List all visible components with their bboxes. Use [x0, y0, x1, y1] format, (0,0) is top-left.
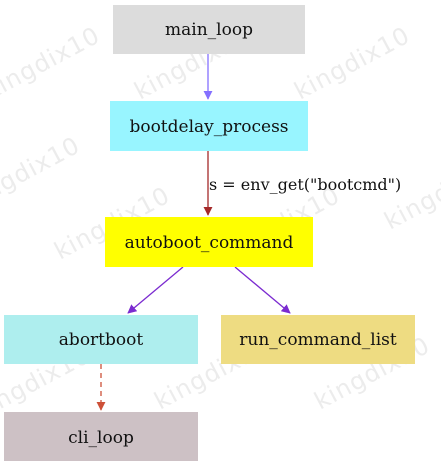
node-label: autoboot_command: [125, 233, 294, 253]
node-box: [221, 315, 415, 364]
node-label: bootdelay_process: [129, 117, 288, 137]
node-main-loop[interactable]: main_loop: [113, 5, 305, 54]
node-box: [4, 315, 198, 364]
node-label: run_command_list: [239, 330, 397, 350]
node-box: [113, 5, 305, 54]
node-label: abortboot: [59, 330, 144, 350]
node-cli-loop[interactable]: cli_loop: [4, 412, 198, 461]
edge-line: [127, 266, 184, 314]
edge-label-bootcmd: s = env_get("bootcmd"): [209, 175, 401, 194]
node-autoboot-command[interactable]: autoboot_command: [105, 217, 313, 267]
watermark-text: kingdix10: [0, 131, 85, 215]
edge-bootdelay-to-autoboot: s = env_get("bootcmd"): [203, 151, 401, 216]
node-bootdelay-process[interactable]: bootdelay_process: [110, 101, 308, 151]
node-abortboot[interactable]: abortboot: [4, 315, 198, 364]
node-box: [4, 412, 198, 461]
node-run-command-list[interactable]: run_command_list: [221, 315, 415, 364]
watermark-text: kingdix10: [0, 21, 105, 105]
watermark-text: kingdix10: [290, 21, 415, 105]
edge-autoboot-to-abortboot: [127, 266, 184, 314]
node-box: [105, 217, 313, 267]
edge-line: [234, 266, 291, 314]
edge-autoboot-to-run-command-list: [234, 266, 291, 314]
node-box: [110, 101, 308, 151]
node-label: main_loop: [165, 20, 253, 40]
node-label: cli_loop: [68, 428, 134, 448]
